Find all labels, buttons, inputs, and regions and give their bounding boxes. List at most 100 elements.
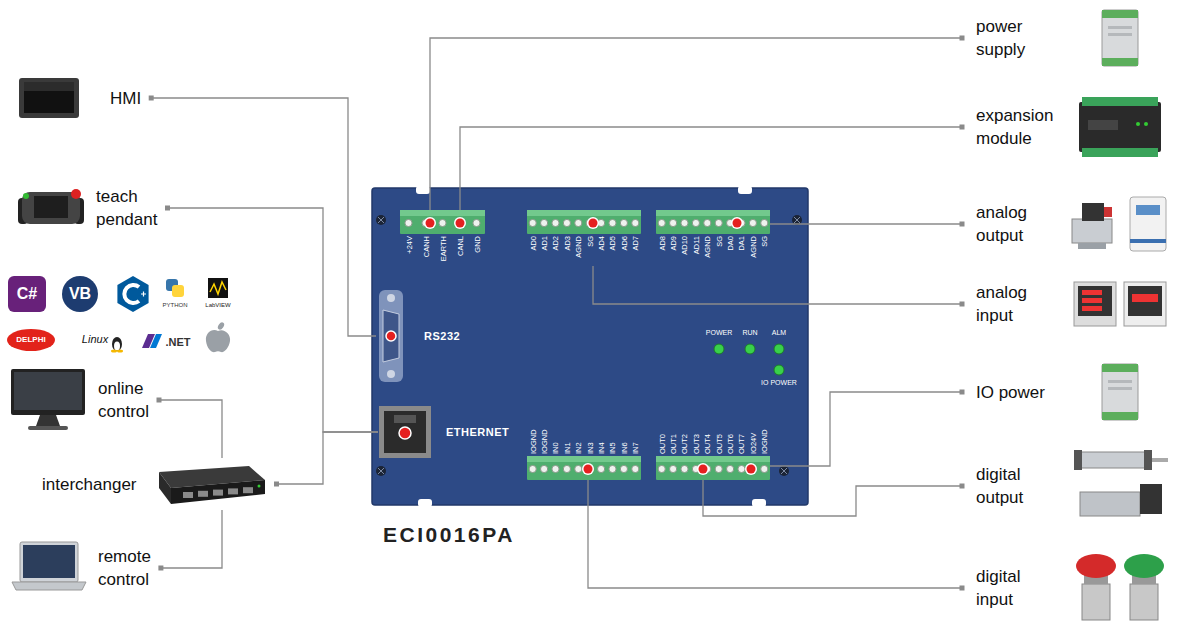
- pin-name: OUT4: [703, 434, 712, 454]
- free-label: ALM: [772, 329, 786, 337]
- pin-name: OUT7: [737, 434, 746, 454]
- power-supply: power supply: [962, 8, 1170, 68]
- pin-cell: SG: [713, 236, 724, 266]
- pin-cell: OUT5: [713, 424, 724, 454]
- cylinder-valve-icon: [1070, 448, 1170, 524]
- connector-end-marker: [960, 302, 965, 307]
- port-label: ETHERNET: [446, 426, 509, 438]
- pin-cell: AD7: [630, 236, 641, 266]
- connector: [165, 206, 378, 433]
- free-label: C#: [17, 285, 37, 303]
- pin-name: IO24V: [748, 433, 757, 454]
- pin-name: DA0: [726, 236, 735, 251]
- pin-cell: SG: [759, 236, 770, 266]
- pin-name: IN1: [562, 442, 571, 454]
- pin-cell: AD0: [527, 236, 538, 266]
- connector-line: [430, 38, 962, 210]
- icon-slot: [1070, 362, 1170, 422]
- free-label: LabVIEW: [205, 302, 230, 309]
- pin-cell: IN7: [630, 424, 641, 454]
- connector: [703, 480, 965, 516]
- pin-cell: IN3: [584, 424, 595, 454]
- pin-name: IOGND: [528, 429, 537, 454]
- pin-name: AD9: [669, 236, 678, 251]
- connector: [770, 222, 965, 227]
- terminal-block: IOGNDIOGNDIN0IN1IN2IN3IN4IN5IN6IN7: [527, 424, 641, 480]
- pin-cell: IOGND: [759, 424, 770, 454]
- node-label: power supply: [976, 15, 1025, 61]
- terminal: [527, 456, 641, 480]
- free-label: RUN: [742, 329, 757, 337]
- pin-cell: IN6: [618, 424, 629, 454]
- pin-cell: AD4: [595, 236, 606, 266]
- buttons-icon: [1072, 552, 1168, 624]
- terminal-strip: [656, 456, 770, 480]
- node-label: IO power: [976, 381, 1066, 404]
- pin-name: IN4: [597, 442, 606, 454]
- pin-cell: AD8: [656, 236, 667, 266]
- node-label: analog input: [976, 281, 1027, 327]
- pin-cell: CANL: [451, 236, 468, 266]
- pin-labels: IOGNDIOGNDIN0IN1IN2IN3IN4IN5IN6IN7: [527, 424, 641, 454]
- pin-cell: +24V: [400, 236, 417, 266]
- connector: [149, 96, 376, 337]
- connector: [593, 266, 965, 307]
- pin-labels: OUT0OUT1OUT2OUT3OUT4OUT5OUT6OUT7IO24VIOG…: [656, 424, 770, 454]
- icon: [16, 184, 86, 232]
- pin-cell: IO24V: [747, 424, 758, 454]
- free-label: DELPHI: [16, 336, 45, 345]
- pin-cell: AD10: [679, 236, 690, 266]
- icon: [149, 458, 267, 510]
- psu-icon: [1100, 362, 1140, 422]
- label-group: analog input: [976, 281, 1066, 327]
- pin-cell: AD1: [538, 236, 549, 266]
- connector: [274, 432, 378, 487]
- pin-labels: +24VCANHEARTHCANLGND: [400, 236, 485, 266]
- icon: [378, 405, 432, 459]
- pin-cell: IOGND: [527, 424, 538, 454]
- pin-name: AGND: [574, 236, 583, 258]
- node-label: expansion module: [976, 104, 1054, 150]
- valve-inverter-icon: [1070, 195, 1170, 253]
- pin-cell: OUT7: [736, 424, 747, 454]
- connector-line: [159, 400, 222, 458]
- pin-name: IN2: [574, 442, 583, 454]
- terminal-block: +24VCANHEARTHCANLGND: [400, 210, 485, 266]
- terminal-block: OUT0OUT1OUT2OUT3OUT4OUT5OUT6OUT7IO24VIOG…: [656, 424, 770, 480]
- icon: [1100, 8, 1140, 68]
- icon: [1070, 448, 1170, 524]
- free-label: IO POWER: [761, 379, 797, 387]
- label-group: interchanger: [42, 473, 137, 496]
- db9-connector: [376, 290, 406, 382]
- pin-name: OUT6: [726, 434, 735, 454]
- terminal: [656, 456, 770, 480]
- terminal-block: AD8AD9AD10AD11AGNDSGDA0DA1AGNDSG: [656, 210, 770, 266]
- icon: [1078, 96, 1162, 158]
- label-group: digital output: [976, 463, 1066, 509]
- pin-cell: IN0: [550, 424, 561, 454]
- connector-end-marker: [149, 96, 154, 101]
- label-group: IO power: [976, 381, 1066, 404]
- connector: [770, 390, 965, 467]
- psu-icon: [1100, 8, 1140, 68]
- connector-line: [460, 127, 962, 210]
- icon-slot: [1070, 8, 1170, 68]
- pin-name: GND: [472, 236, 481, 253]
- label-group: expansion module: [976, 104, 1066, 150]
- icon: [10, 540, 88, 596]
- terminal: [527, 210, 641, 234]
- controller-box: ECI0016PA+24VCANHEARTHCANLGNDAD0AD1AD2AD…: [372, 188, 808, 505]
- icon-slot: [1070, 96, 1170, 158]
- pin-name: AGND: [703, 236, 712, 258]
- icon: [10, 368, 86, 432]
- pin-name: IN7: [631, 442, 640, 454]
- connector-end-marker: [960, 586, 965, 591]
- label-group: online control: [98, 377, 149, 423]
- pin-name: OUT3: [691, 434, 700, 454]
- switch-icon: [149, 458, 267, 510]
- node-label: digital output: [976, 463, 1023, 509]
- port-label: RS232: [424, 330, 460, 342]
- pin-cell: CANH: [417, 236, 434, 266]
- pin-cell: AD9: [667, 236, 678, 266]
- pin-name: OUT0: [657, 434, 666, 454]
